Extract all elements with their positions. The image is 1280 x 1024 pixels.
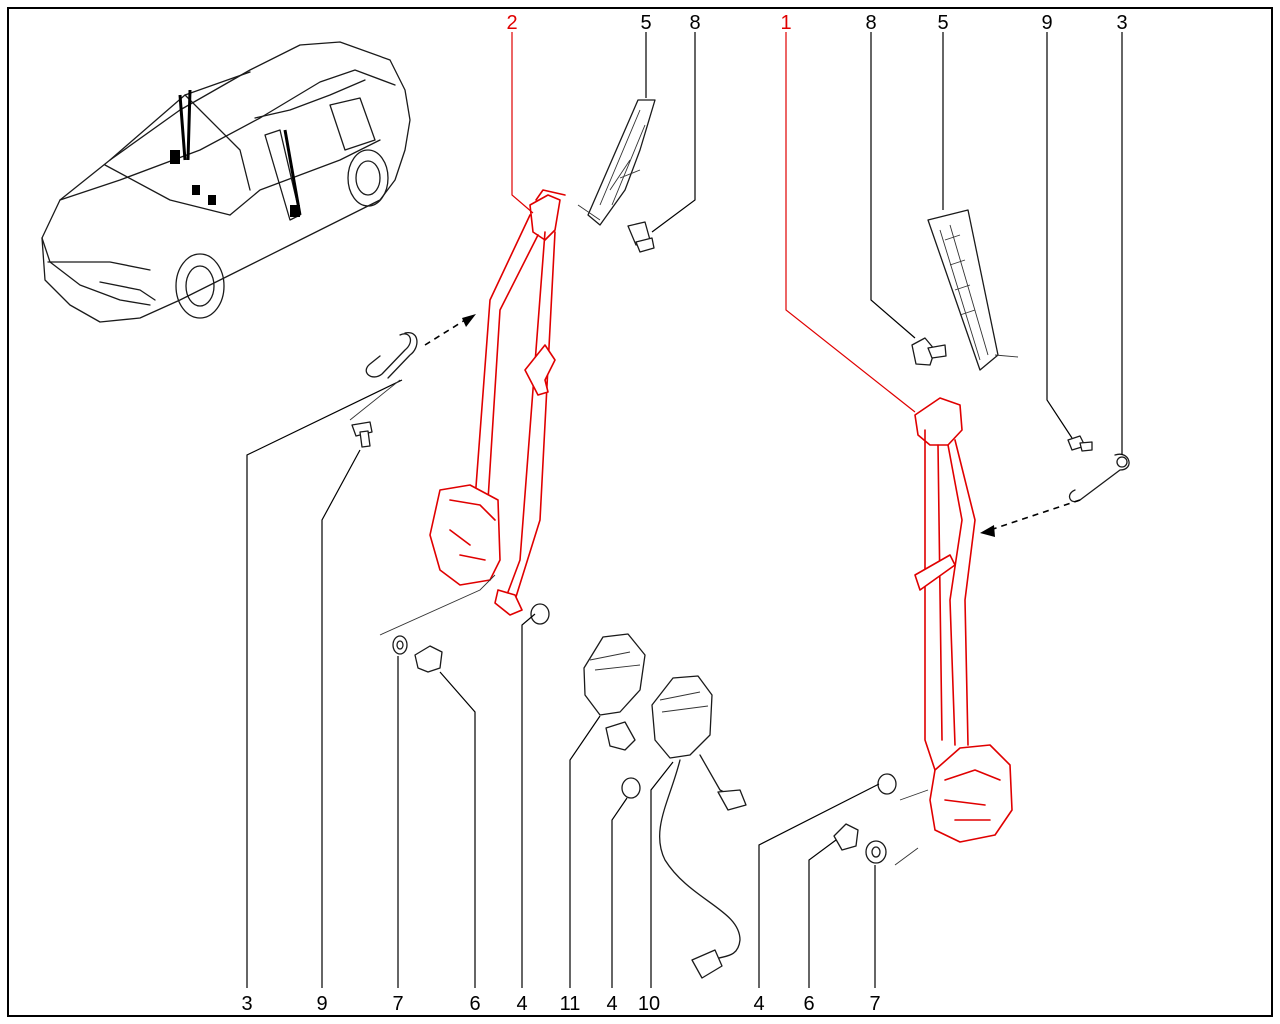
nut-4-right [877,773,897,795]
callout-4: 4 [606,993,617,1015]
callouts-top: 2 5 8 1 8 5 9 3 [506,12,1127,34]
car-location-thumbnail [41,41,411,323]
callout-6: 6 [803,993,814,1015]
bolt-9-left [351,421,373,448]
callout-4: 4 [516,993,527,1015]
callout-7: 7 [869,993,880,1015]
callout-8: 8 [865,12,876,34]
callout-5: 5 [640,12,651,34]
callout-9: 9 [316,993,327,1015]
belt-assembly-1 [914,397,1013,843]
assembly-arrows [424,314,1081,537]
callout-7: 7 [392,993,403,1015]
washer-7-right [865,840,887,864]
callout-10: 10 [638,993,660,1015]
callout-11: 11 [560,993,581,1015]
guide-rail-5-left [587,99,656,226]
callout-6: 6 [469,993,480,1015]
guide-rail-5-right [927,209,999,371]
callout-4: 4 [753,993,764,1015]
nut-4-left [530,603,550,625]
bolt-8-left [627,221,655,253]
hook-3-left [365,332,418,379]
callout-3: 3 [241,993,252,1015]
callout-5: 5 [937,12,948,34]
callout-1: 1 [780,12,791,34]
callouts-bottom: 3 9 7 6 4 11 4 10 4 6 7 [241,993,880,1015]
nut-4-center [621,777,641,799]
callout-2: 2 [506,12,517,34]
leader-lines [246,32,1123,988]
callout-3: 3 [1116,12,1127,34]
buckle-11 [583,633,646,751]
bolt-9-right [1067,435,1093,452]
bolt-6-right [833,823,859,851]
bolt-8-right [911,337,947,366]
buckle-10 [651,675,747,979]
hook-3-right [1068,453,1130,503]
diagram-frame [7,7,1273,1017]
callout-8: 8 [689,12,700,34]
washer-7-left [392,635,408,655]
belt-assembly-2 [429,189,566,616]
bolt-6-left [414,645,443,673]
callout-9: 9 [1041,12,1052,34]
